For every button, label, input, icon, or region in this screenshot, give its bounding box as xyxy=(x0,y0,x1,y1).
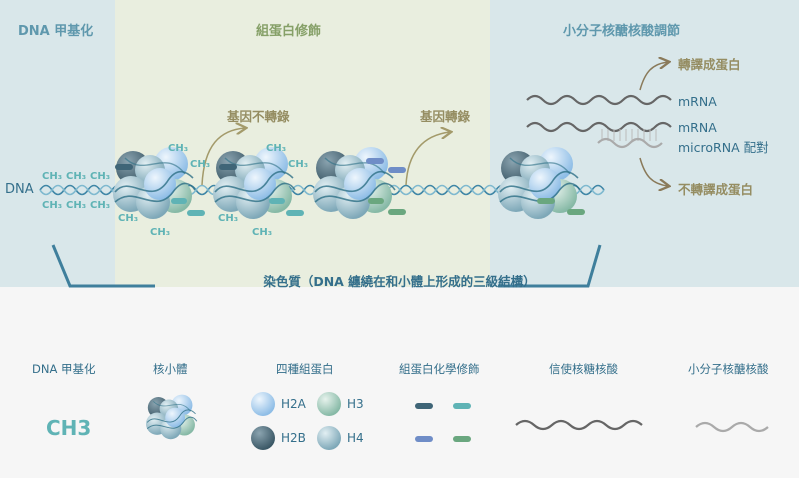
gene-transcribed-label: 基因轉錄 xyxy=(420,109,471,124)
methyl-group: CH₃ xyxy=(118,213,139,224)
mrna-label-1: mRNA xyxy=(678,94,717,109)
dna-label: DNA xyxy=(5,182,34,197)
gene-not-transcribed-label: 基因不轉錄 xyxy=(227,109,290,124)
mrna-strand-2 xyxy=(526,121,672,133)
microrna-strand xyxy=(597,137,663,149)
mrna-label-2: mRNA xyxy=(678,120,717,135)
methyl-group: CH₃ xyxy=(266,143,287,154)
histone-modification-panel xyxy=(115,0,490,287)
chromatin-bracket-left xyxy=(51,244,155,288)
legend-nucleosome-icon xyxy=(145,394,198,440)
legend-h4-label: H4 xyxy=(347,431,364,445)
legend-microrna-wave xyxy=(695,421,769,433)
methyl-group: CH₃ xyxy=(218,213,239,224)
methyl-group: CH₃ xyxy=(90,171,111,182)
legend-ch3-symbol: CH3 xyxy=(46,416,92,440)
methyl-group: CH₃ xyxy=(42,200,63,211)
methyl-group: CH₃ xyxy=(42,171,63,182)
nucleosome-4 xyxy=(497,146,581,220)
legend-h3-label: H3 xyxy=(347,397,364,411)
legend-title-histones: 四種組蛋白 xyxy=(276,362,334,376)
legend-title-nucleosome: 核小體 xyxy=(153,362,188,376)
legend-mod-tags xyxy=(415,403,471,442)
nucleosome-2 xyxy=(212,146,296,220)
panel-title-histone-modification: 組蛋白修飾 xyxy=(256,24,322,39)
translate-arrow xyxy=(639,62,668,91)
legend-h2b-sphere xyxy=(251,426,275,450)
legend-title-histone-mods: 組蛋白化學修飾 xyxy=(399,362,480,376)
panel-title-dna-methylation: DNA 甲基化 xyxy=(18,24,94,39)
legend-h2b-label: H2B xyxy=(281,431,306,445)
legend-h3-sphere xyxy=(317,392,341,416)
microrna-regulation-panel xyxy=(490,0,799,287)
legend-area xyxy=(0,287,799,478)
legend-title-small-rna: 小分子核醣核酸 xyxy=(688,362,769,376)
legend-mrna-wave xyxy=(515,419,643,431)
methyl-group: CH₃ xyxy=(150,227,171,238)
legend-h4-sphere xyxy=(317,426,341,450)
methyl-group: CH₃ xyxy=(66,171,87,182)
legend-title-mrna: 信使核糖核酸 xyxy=(549,362,618,376)
not-translated-label: 不轉譯成蛋白 xyxy=(678,182,754,197)
dna-methylation-panel xyxy=(0,0,115,287)
methyl-group: CH₃ xyxy=(168,143,189,154)
chromatin-caption: 染色質（DNA 纏繞在和小體上形成的三級結構） xyxy=(263,274,536,289)
methyl-group: CH₃ xyxy=(66,200,87,211)
legend-h2a-label: H2A xyxy=(281,397,306,411)
gene-arrow-2 xyxy=(405,132,450,186)
nucleosome-1 xyxy=(112,146,196,220)
histone-mod-tags xyxy=(115,158,585,216)
methyl-group: CH₃ xyxy=(252,227,273,238)
legend-h2a-sphere xyxy=(251,392,275,416)
nucleosome-3 xyxy=(312,146,396,220)
chromatin-bracket-right xyxy=(498,244,602,288)
translated-to-protein-label: 轉譯成蛋白 xyxy=(678,57,741,72)
no-translate-arrow xyxy=(639,157,668,186)
legend-title-methylation: DNA 甲基化 xyxy=(32,362,96,376)
mrna-strand-1 xyxy=(526,94,672,106)
microrna-pairing-label: microRNA 配對 xyxy=(678,140,769,155)
panel-title-microrna: 小分子核醣核酸調節 xyxy=(563,24,681,39)
methyl-group: CH₃ xyxy=(288,159,309,170)
methyl-group: CH₃ xyxy=(190,159,211,170)
gene-arrow-1 xyxy=(201,128,245,186)
methyl-group: CH₃ xyxy=(90,200,111,211)
